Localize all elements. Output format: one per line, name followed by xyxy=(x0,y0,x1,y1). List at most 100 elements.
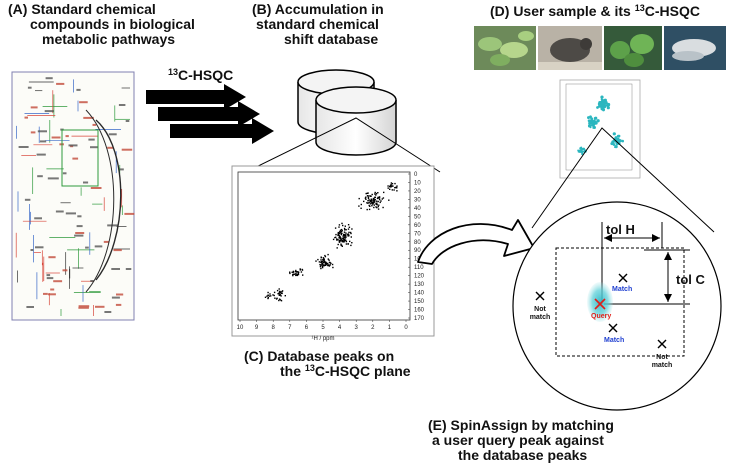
database-peak xyxy=(276,289,279,292)
pathway-node xyxy=(65,212,76,215)
database-peak xyxy=(395,187,398,189)
database-peak xyxy=(280,291,282,293)
database-peak xyxy=(324,254,326,257)
user-peak xyxy=(590,123,594,127)
panel-c-caption: (C) Database peaks on the 13C-HSQC plane xyxy=(244,349,411,379)
database-peak xyxy=(378,196,380,199)
user-peak xyxy=(602,99,605,102)
database-peak xyxy=(367,202,369,204)
spectrum-x-tick: 10 xyxy=(237,325,244,331)
database-peak xyxy=(273,294,275,297)
database-peak xyxy=(371,199,373,201)
database-peak xyxy=(324,261,326,263)
database-peak xyxy=(318,261,321,263)
pathway-node xyxy=(116,293,124,296)
user-peak xyxy=(597,105,600,108)
database-peak xyxy=(343,227,346,230)
spectrum-x-axis-label: ¹H / ppm xyxy=(311,336,334,342)
pathway-node xyxy=(47,177,59,180)
database-peak xyxy=(279,290,281,293)
database-peak xyxy=(379,201,381,204)
database-peak xyxy=(292,273,295,276)
pathway-node xyxy=(26,306,34,308)
database-peak xyxy=(296,273,299,276)
database-peak xyxy=(322,261,325,263)
database-peak xyxy=(342,224,344,227)
database-peak xyxy=(267,291,269,294)
database-peak xyxy=(301,269,304,271)
database-peak xyxy=(374,193,376,195)
database-peak xyxy=(377,200,379,203)
database-peak xyxy=(390,183,392,186)
database-peak xyxy=(369,203,372,205)
database-peak xyxy=(341,240,344,242)
database-peak xyxy=(272,294,274,296)
pathway-node xyxy=(36,153,46,156)
pathway-node xyxy=(37,175,43,178)
database-peak xyxy=(321,261,323,264)
database-peak xyxy=(368,208,371,211)
database-peak xyxy=(321,265,324,268)
pathway-box xyxy=(61,129,99,187)
database-peak xyxy=(295,271,298,273)
spectrum-y-tick: 110 xyxy=(414,265,424,271)
panel-e-line2: a user query peak against xyxy=(432,432,604,448)
user-spectrum xyxy=(559,79,641,179)
database-peak xyxy=(391,189,393,191)
pathway-node xyxy=(90,146,98,149)
database-peak xyxy=(365,192,367,195)
database-peak xyxy=(377,192,379,194)
database-peak xyxy=(334,227,337,229)
flow-arrows xyxy=(146,84,274,144)
database-peak xyxy=(336,247,338,249)
pathway-node xyxy=(94,245,103,248)
pathway-node xyxy=(120,168,124,171)
database-peak xyxy=(338,241,341,243)
pathway-node xyxy=(46,277,54,280)
database-peak xyxy=(375,206,377,208)
spectrum-x-tick: 4 xyxy=(338,325,342,331)
database-peak xyxy=(367,197,370,199)
database-peak xyxy=(294,273,296,275)
database-peak xyxy=(366,192,368,194)
pathway-node xyxy=(56,82,65,85)
pathway-node xyxy=(103,240,109,243)
database-peak xyxy=(341,228,343,231)
pathway-node xyxy=(46,274,51,277)
pathway-node xyxy=(125,120,130,122)
database-peak xyxy=(268,295,271,297)
database-peak xyxy=(378,196,381,198)
user-peak xyxy=(621,139,625,143)
pathway-node xyxy=(83,181,89,184)
photo-seedlings xyxy=(604,26,662,70)
tol-c-label: tol C xyxy=(676,272,705,287)
database-peak xyxy=(396,185,398,187)
database-peak xyxy=(377,208,380,210)
pathway-node xyxy=(83,116,94,119)
pathway-node xyxy=(30,106,38,109)
database-peak xyxy=(328,265,331,267)
pathway-node xyxy=(77,215,82,218)
database-peak xyxy=(278,288,280,290)
zoom-wedge-d xyxy=(531,127,715,233)
database-peak xyxy=(394,187,396,189)
pathway-node xyxy=(37,130,47,133)
not-match-marker-right xyxy=(657,339,667,349)
database-peak xyxy=(364,197,367,199)
spectrum-x-tick: 9 xyxy=(255,325,259,331)
database-peak xyxy=(345,229,347,231)
photo-mouse xyxy=(538,26,602,70)
database-peak xyxy=(348,235,350,237)
database-peak xyxy=(360,203,362,206)
database-peak xyxy=(330,262,332,265)
database-peak xyxy=(327,258,329,260)
database-peak xyxy=(325,262,328,264)
database-peak xyxy=(337,234,339,237)
database-peak xyxy=(392,185,394,187)
database-peak xyxy=(331,263,334,266)
user-peak xyxy=(594,116,598,120)
database-peak xyxy=(267,297,269,300)
